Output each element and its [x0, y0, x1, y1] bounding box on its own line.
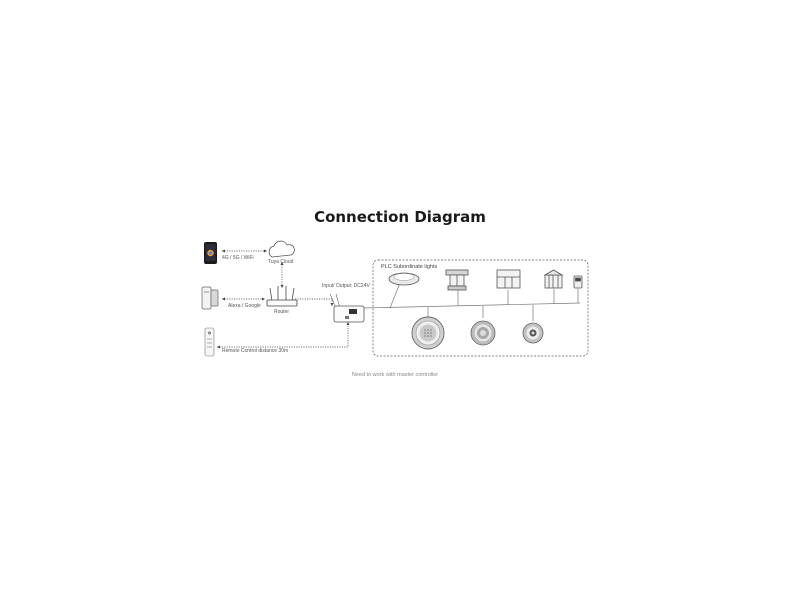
fence-light-icon [543, 269, 564, 289]
link-remote-controller [217, 322, 349, 348]
wall-washer-icon [496, 269, 521, 289]
label-io: Input/ Output: DC24V [322, 283, 370, 289]
label-group: PLC Subordinate lights [381, 264, 438, 270]
label-cloud: Tuya Cloud [268, 259, 294, 265]
large-round-light-icon [411, 316, 445, 350]
small-round-light-icon [522, 322, 544, 344]
footnote: Need to work with master controller [351, 372, 439, 378]
controller-box-icon [329, 293, 365, 323]
label-voice: Alexa / Google [228, 303, 261, 309]
diagram-title: Connection Diagram [314, 208, 486, 226]
link-router-controller [295, 298, 333, 306]
label-router: Router [274, 309, 290, 315]
spike-light-icon [573, 275, 583, 289]
phone-icon [204, 242, 217, 264]
bollard-light-icon [445, 269, 469, 291]
medium-round-light-icon [470, 320, 496, 346]
remote-control-icon [204, 327, 215, 357]
smart-speaker-icon [201, 286, 219, 310]
bus-line [363, 302, 581, 309]
cloud-icon [268, 240, 295, 258]
label-network: 4G / 5G / WiFi [222, 255, 254, 261]
router-icon [266, 286, 298, 307]
pool-light-icon [388, 272, 420, 286]
label-remote: Remote Control distance 30m [222, 348, 289, 354]
